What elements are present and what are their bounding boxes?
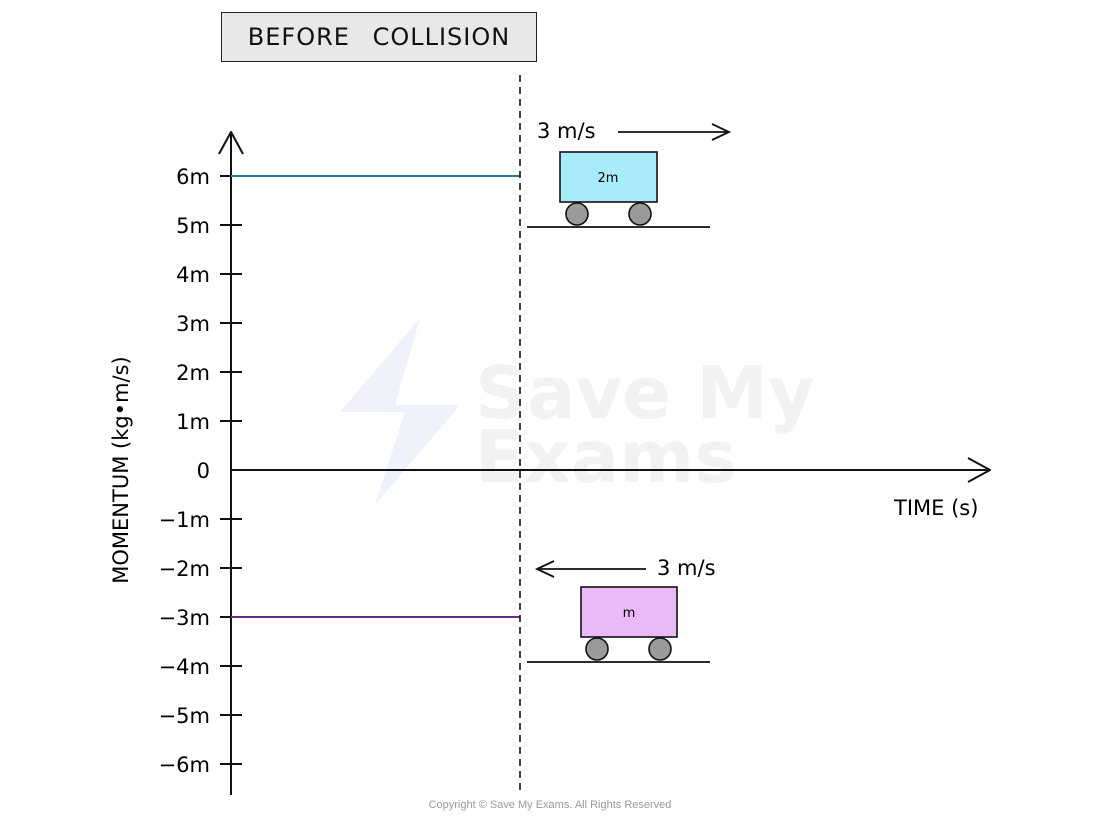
cart-m-body bbox=[580, 586, 678, 638]
cart-m-label: m bbox=[623, 606, 636, 621]
x-axis-label: TIME (s) bbox=[893, 496, 978, 520]
cart-m: 3 m/s m bbox=[527, 556, 716, 663]
y-axis-label: MOMENTUM (kg•m/s) bbox=[109, 356, 133, 583]
cart-2m-wheel-left bbox=[565, 202, 589, 226]
title-box: BEFORE COLLISION bbox=[221, 12, 537, 62]
copyright-text: Copyright © Save My Exams. All Rights Re… bbox=[428, 799, 672, 811]
y-ticks: 6m 5m 4m 3m 2m 1m 0 −1m −2m −3m −4m −5m −6m bbox=[159, 165, 242, 777]
y-tick-label: −3m bbox=[159, 606, 210, 630]
y-tick-label: 3m bbox=[176, 312, 210, 336]
cart-m-wheel-left bbox=[585, 637, 609, 661]
watermark-line2: Exams bbox=[475, 415, 737, 499]
y-tick-label: 0 bbox=[197, 459, 210, 483]
cart-2m-wheel-right bbox=[628, 202, 652, 226]
cart-2m-label: 2m bbox=[598, 171, 619, 186]
y-axis-arrow-icon bbox=[218, 131, 244, 155]
cart-2m-arrow-icon bbox=[711, 123, 732, 141]
y-tick-label: −4m bbox=[159, 655, 210, 679]
y-tick-label: 6m bbox=[176, 165, 210, 189]
y-tick-label: 2m bbox=[176, 361, 210, 385]
y-tick-label: −5m bbox=[159, 704, 210, 728]
cart-2m: 3 m/s 2m bbox=[527, 119, 732, 228]
y-tick-label: 4m bbox=[176, 263, 210, 287]
cart-2m-velocity: 3 m/s bbox=[537, 119, 596, 143]
cart-m-velocity: 3 m/s bbox=[657, 556, 716, 580]
watermark: Save My Exams bbox=[340, 318, 815, 505]
watermark-line1: Save My bbox=[475, 351, 815, 435]
cart-m-arrow-icon bbox=[534, 560, 555, 578]
y-tick-label: −6m bbox=[159, 753, 210, 777]
y-tick-label: −1m bbox=[159, 508, 210, 532]
watermark-bolt-icon bbox=[340, 318, 460, 505]
x-axis-arrow-icon bbox=[967, 457, 991, 483]
series-lines bbox=[231, 175, 520, 618]
y-tick-label: 5m bbox=[176, 214, 210, 238]
y-tick-label: −2m bbox=[159, 557, 210, 581]
cart-m-wheel-right bbox=[648, 637, 672, 661]
cart-2m-body bbox=[559, 151, 658, 203]
y-tick-label: 1m bbox=[176, 410, 210, 434]
